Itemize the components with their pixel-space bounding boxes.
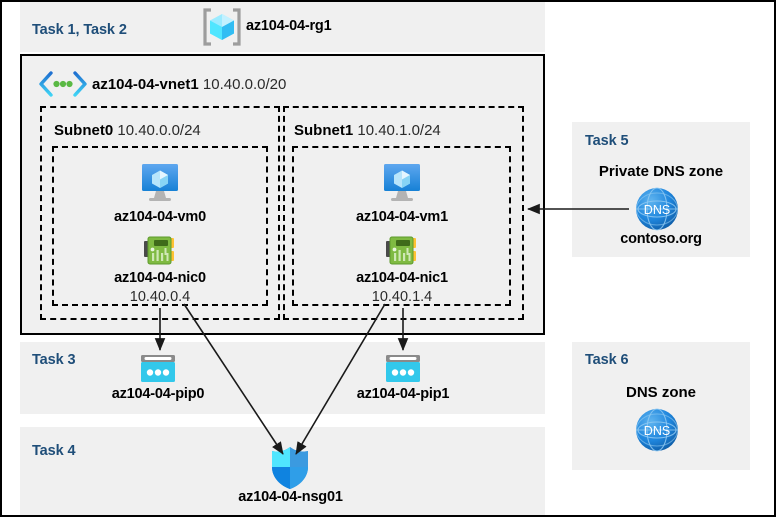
network-interface-icon: [385, 234, 419, 268]
nic0-ip: 10.40.0.4: [129, 289, 191, 305]
virtual-machine-icon: [378, 162, 426, 204]
dns-zone-icon: DNS: [633, 406, 681, 454]
virtual-network-icon: [38, 70, 88, 98]
public-ip-address-icon: [383, 353, 423, 385]
vnet-header: az104-04-vnet1 10.40.0.0/20: [92, 76, 286, 93]
vnet-cidr: 10.40.0.0/20: [202, 76, 287, 93]
resource-group-name: az104-04-rg1: [246, 18, 332, 34]
subnet0-name: Subnet0: [54, 122, 114, 139]
vm0-label: az104-04-vm0: [114, 209, 206, 225]
pip1-label: az104-04-pip1: [356, 386, 450, 402]
task-label-task-4: Task 4: [32, 443, 76, 459]
nsg-label: az104-04-nsg01: [238, 489, 343, 505]
task-label-task-3: Task 3: [32, 352, 76, 368]
task3-panel: [20, 342, 545, 414]
subnet1-cidr: 10.40.1.0/24: [357, 122, 441, 139]
vnet-name: az104-04-vnet1: [92, 76, 199, 93]
dns-icon-text: DNS: [644, 203, 670, 217]
pip0-label: az104-04-pip0: [111, 386, 205, 402]
nic1-label: az104-04-nic1: [356, 270, 448, 286]
vnet-container: [20, 54, 545, 335]
subnet0-header: Subnet0 10.40.0.0/24: [54, 122, 201, 139]
subnet0-inner-group: [52, 146, 268, 306]
vm1-label: az104-04-vm1: [356, 209, 448, 225]
dns-icon-text: DNS: [644, 424, 670, 438]
virtual-machine-icon: [136, 162, 184, 204]
network-security-group-icon: [269, 445, 311, 491]
private-dns-zone-title: Private DNS zone: [598, 163, 724, 180]
network-interface-icon: [143, 234, 177, 268]
subnet1-name: Subnet1: [294, 122, 354, 139]
subnet1-inner-group: [292, 146, 511, 306]
nic0-label: az104-04-nic0: [114, 270, 206, 286]
nic1-ip: 10.40.1.4: [371, 289, 433, 305]
task-label-task-5: Task 5: [585, 133, 629, 149]
dns-zone-title: DNS zone: [625, 384, 696, 401]
subnet1-header: Subnet1 10.40.1.0/24: [294, 122, 441, 139]
private-dns-zone-name: contoso.org: [620, 231, 702, 247]
subnet0-cidr: 10.40.0.0/24: [117, 122, 201, 139]
dns-zone-icon: DNS: [633, 185, 681, 233]
public-ip-address-icon: [138, 353, 178, 385]
resource-group-header-panel: [20, 2, 545, 52]
task-label-task-6: Task 6: [585, 352, 629, 368]
task-label-task-1-2: Task 1, Task 2: [32, 22, 127, 38]
resource-group-icon: [201, 7, 243, 47]
